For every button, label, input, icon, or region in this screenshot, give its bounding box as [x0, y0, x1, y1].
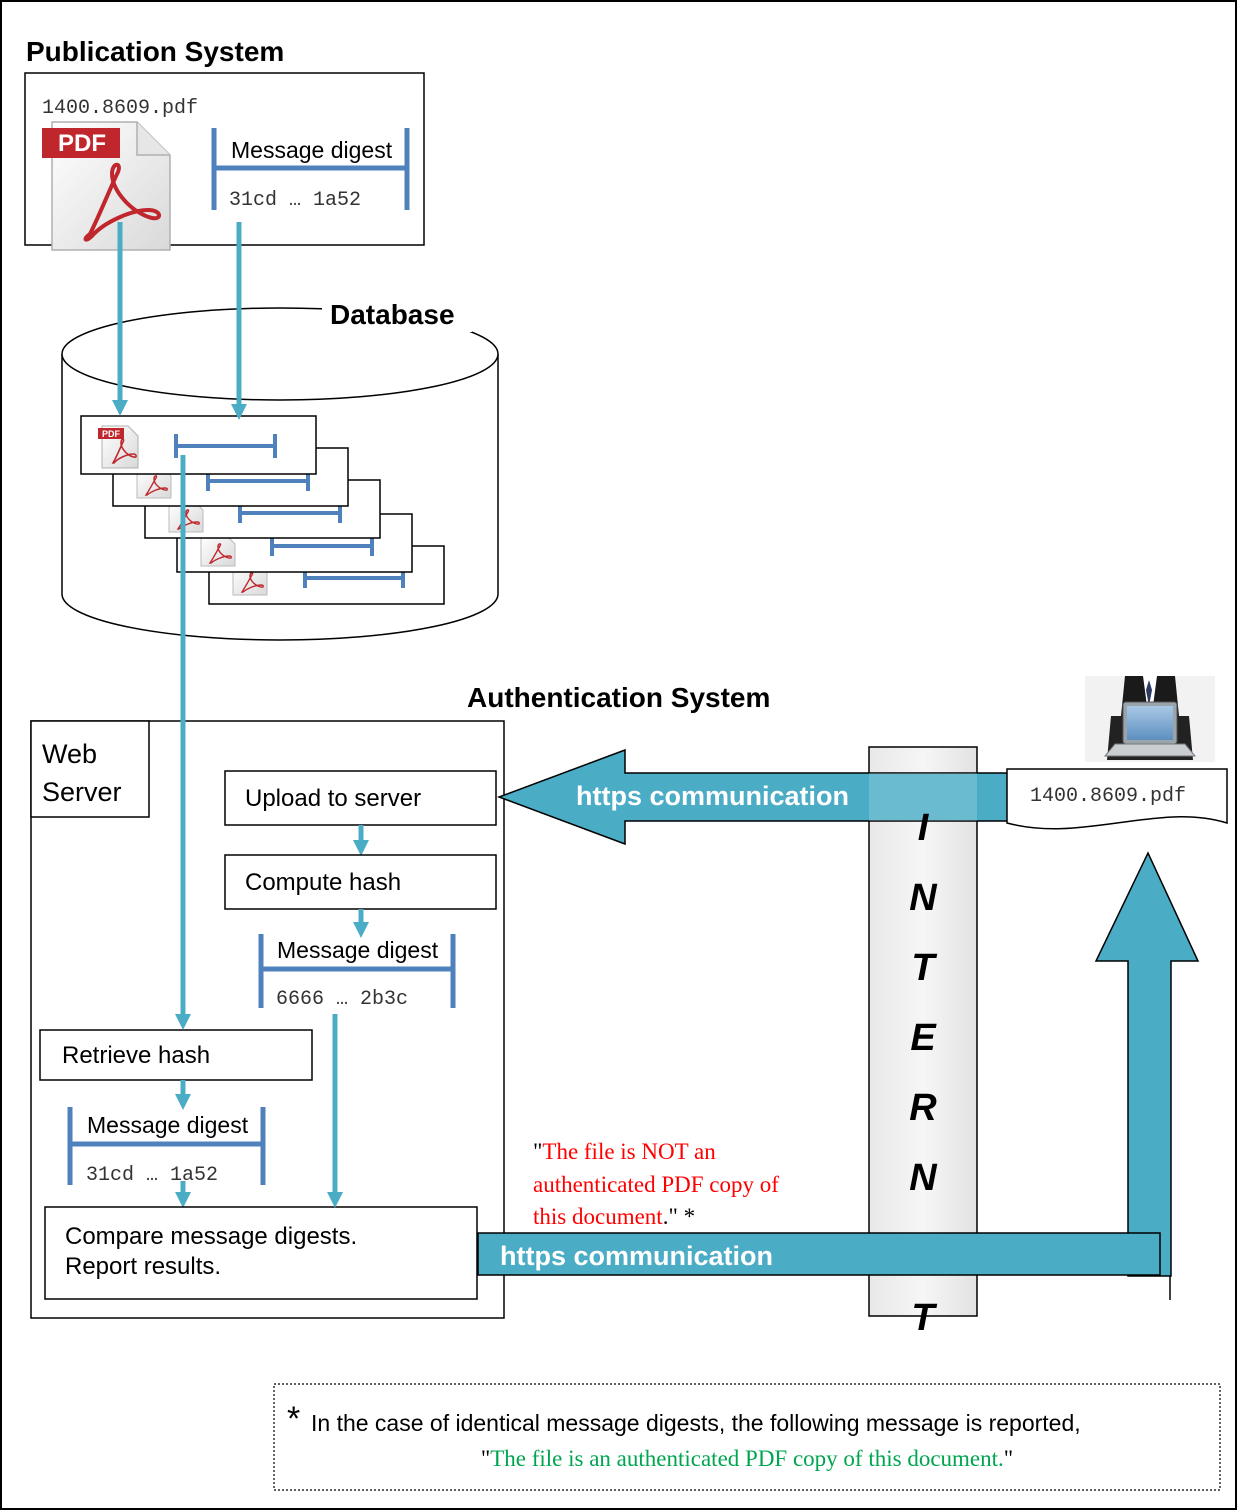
internet-letter: T [911, 947, 937, 989]
user-laptop-icon [1085, 676, 1215, 762]
result-message-line1: "The file is NOT an [533, 1139, 716, 1164]
https-upload-arrow [496, 748, 1009, 846]
compare-step-line2: Report results. [65, 1253, 221, 1280]
internet-letter: E [910, 1017, 937, 1059]
footnote-box [273, 1383, 1221, 1491]
internet-letter: N [909, 877, 938, 919]
database-record-1: PDF [80, 415, 317, 475]
https-upload-label: https communication [576, 781, 849, 811]
upload-step-box [224, 770, 497, 826]
https-response-label: https communication [500, 1241, 773, 1271]
compute-step-box [224, 854, 497, 910]
retrieve-step-box [39, 1029, 313, 1081]
compare-step-line1: Compare message digests. [65, 1223, 357, 1250]
internet-letter: N [909, 1157, 938, 1199]
footnote-quote: "The file is an authenticated PDF copy o… [481, 1446, 1013, 1471]
upload-step-label: Upload to server [245, 785, 421, 812]
pdf-icon-label: PDF [58, 130, 106, 157]
internet-letter: I [918, 807, 930, 849]
publication-digest-value: 31cd … 1a52 [229, 189, 361, 212]
web-server-label-line2: Server [42, 777, 122, 807]
compute-step-label: Compute hash [245, 869, 401, 896]
retrieved-digest-label: Message digest [87, 1112, 249, 1138]
internet-letter: R [909, 1087, 937, 1129]
internet-column [868, 746, 978, 1317]
publication-digest-label: Message digest [231, 137, 393, 163]
internet-letter: T [911, 1297, 937, 1339]
authentication-system-title: Authentication System [467, 682, 770, 713]
publication-digest-bracket [211, 128, 410, 210]
client-filename: 1400.8609.pdf [1030, 785, 1186, 808]
computed-digest-label: Message digest [277, 937, 439, 963]
footnote-text: In the case of identical message digests… [311, 1410, 1081, 1436]
footnote-asterisk: * [287, 1400, 300, 1438]
response-up-arrow [1094, 851, 1200, 1277]
mini-pdf-label: PDF [102, 429, 121, 439]
internet-label: INTERNET [909, 807, 938, 1339]
database-label-bg [322, 296, 472, 332]
pdf-file-icon: PDF [40, 120, 172, 252]
web-server-label-box [30, 720, 150, 818]
publication-filename: 1400.8609.pdf [42, 97, 198, 120]
https-response-bar [477, 1232, 1161, 1276]
result-message-line2: authenticated PDF copy of [533, 1172, 779, 1197]
client-file-document [1006, 768, 1228, 830]
computed-digest-bracket [258, 934, 456, 1008]
retrieved-digest-bracket [67, 1107, 266, 1185]
compare-step-box [44, 1206, 478, 1300]
retrieve-step-label: Retrieve hash [62, 1042, 210, 1069]
computed-digest-value: 6666 … 2b3c [276, 988, 408, 1011]
publication-system-title: Publication System [26, 36, 284, 67]
result-message-line3: this document." * [533, 1204, 695, 1229]
database-label: Database [330, 299, 455, 330]
internet-overlap [869, 773, 977, 821]
web-server-label-line1: Web [42, 739, 97, 769]
retrieved-digest-value: 31cd … 1a52 [86, 1164, 218, 1187]
